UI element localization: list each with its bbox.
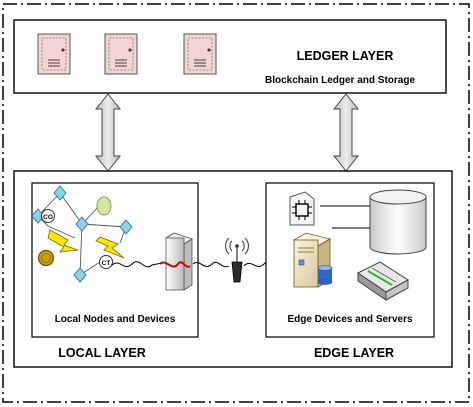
leaf-node-icon [96,196,112,216]
ledger-layer-subtitle: Blockchain Ledger and Storage [265,75,415,86]
lightning-bolt-icon [47,229,125,259]
ledger-server-icon [183,33,217,75]
database-icon [369,189,427,255]
edge-layer-title: EDGE LAYER [314,346,394,360]
ledger-layer-panel: LEDGER LAYER Blockchain Ledger and Stora… [13,19,447,94]
bidirectional-arrow-icon [94,93,122,172]
ct-node-tag: CT [99,255,113,269]
local-panel-caption: Local Nodes and Devices [55,314,176,325]
co-node-tag: CO [41,209,55,223]
router-icon [357,261,409,301]
bidirectional-arrow-icon [332,93,360,172]
processor-chip-icon [289,191,315,226]
ledger-server-icon [37,33,71,75]
svg-text:CO: CO [43,214,53,221]
wireless-link [111,261,163,268]
lower-layers-container [13,170,453,368]
svg-text:CT: CT [102,260,111,267]
wireless-link [192,261,230,268]
edge-panel-caption: Edge Devices and Servers [287,314,413,325]
coin-icon [37,249,55,267]
edge-devices-panel: Edge Devices and Servers [265,182,435,338]
node-icon [31,185,133,283]
wireless-antenna-icon [225,237,249,283]
local-layer-title: LOCAL LAYER [58,346,146,360]
ledger-server-icon [104,33,138,75]
gateway-server-icon [159,232,193,291]
edge-server-icon [292,232,333,288]
local-nodes-panel: CO CT Local Nodes and Devices [31,182,199,338]
ledger-layer-title: LEDGER LAYER [297,49,394,63]
